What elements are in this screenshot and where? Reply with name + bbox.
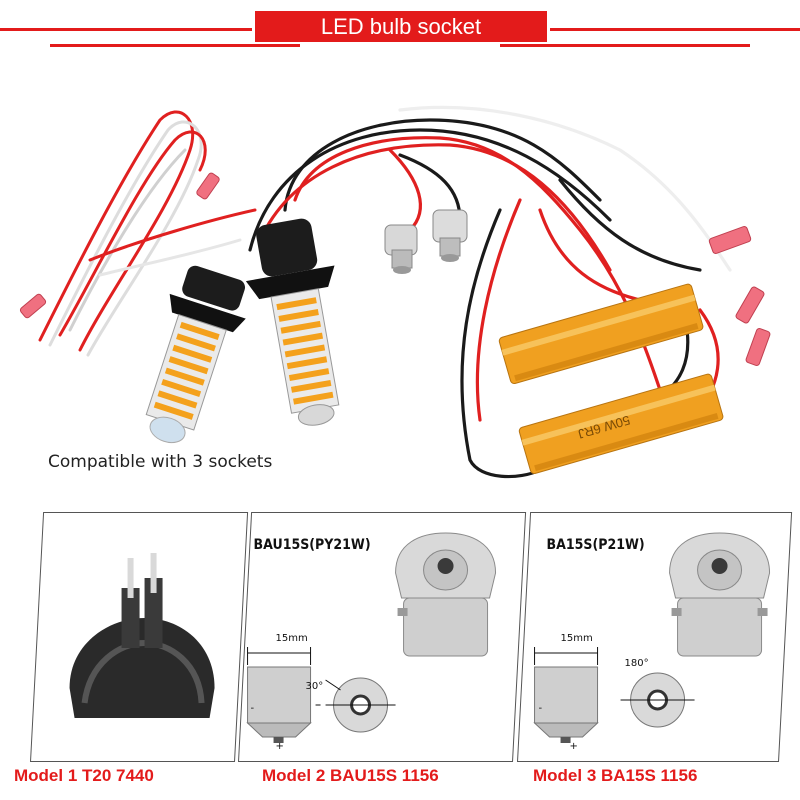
model-2-caption: Model 2 BAU15S 1156: [262, 766, 439, 785]
bau15s-diagram: [246, 647, 396, 743]
spade-connector-left: [19, 172, 220, 319]
header-line-right-top: [550, 28, 800, 31]
bau15s-label: BAU15S(PY21W): [253, 537, 371, 553]
model-1-caption: Model 1 T20 7440: [14, 766, 154, 785]
t20-socket-image: [69, 553, 215, 718]
header-line-right-bottom: [500, 44, 750, 47]
load-resistor-upper: [498, 283, 704, 385]
metal-bulb-socket-a: [384, 224, 418, 274]
page-title: LED bulb socket: [255, 11, 547, 42]
header-line-left-top: [0, 28, 252, 31]
bau15s-dimension: 15mm: [275, 633, 308, 644]
bau15s-minus: -: [250, 703, 255, 714]
bau15s-bulb-image: [395, 532, 497, 657]
compatibility-caption: Compatible with 3 sockets: [48, 452, 273, 472]
socket-panel-t20: [30, 512, 249, 762]
header-line-left-bottom: [50, 44, 300, 47]
spade-connector-right: [708, 225, 771, 366]
led-bulb-right: [245, 218, 340, 426]
ba15s-diagram: [533, 647, 695, 743]
product-photo: 50W 6RJ: [19, 105, 771, 479]
socket-panel-ba15s: BA15S(P21W) 15mm - + 180°: [517, 512, 793, 762]
ba15s-plus: +: [569, 741, 578, 752]
bau15s-plus: +: [275, 741, 284, 752]
model-3-caption: Model 3 BA15S 1156: [533, 766, 698, 785]
wire-harness-coil: [38, 110, 257, 357]
socket-panel-bau15s: BAU15S(PY21W) 15mm - + 30°: [238, 512, 527, 762]
ba15s-dimension: 15mm: [560, 633, 593, 644]
led-bulb-left: [145, 265, 246, 444]
ba15s-minus: -: [538, 703, 543, 714]
load-resistor-lower: [518, 373, 724, 475]
ba15s-angle: 180°: [624, 658, 649, 669]
ba15s-bulb-image: [669, 532, 771, 657]
metal-bulb-socket-b: [432, 209, 468, 262]
ba15s-label: BA15S(P21W): [546, 537, 645, 553]
bau15s-angle: 30°: [305, 681, 324, 692]
